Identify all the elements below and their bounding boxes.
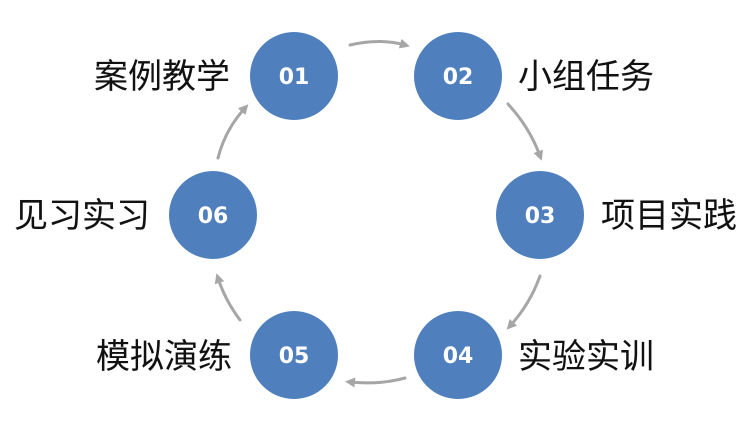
flow-arrows bbox=[214, 38, 544, 388]
step-06-number: 06 bbox=[198, 204, 229, 229]
step-02-number: 02 bbox=[443, 65, 474, 90]
step-04-circle bbox=[414, 311, 502, 399]
step-06-label: 见习实习 bbox=[14, 196, 150, 236]
step-02-circle bbox=[414, 32, 502, 120]
step-03: 03 项目实践 bbox=[496, 171, 737, 259]
step-01-number: 01 bbox=[279, 65, 310, 90]
step-05-label: 模拟演练 bbox=[96, 337, 232, 377]
step-01-label: 案例教学 bbox=[94, 57, 230, 97]
step-05: 05 模拟演练 bbox=[96, 311, 338, 399]
arrow-03-to-04 bbox=[506, 274, 542, 330]
step-06-circle bbox=[169, 171, 257, 259]
step-05-number: 05 bbox=[279, 344, 310, 369]
step-06: 06 见习实习 bbox=[14, 171, 257, 259]
step-04-number: 04 bbox=[443, 344, 474, 369]
step-02-label: 小组任务 bbox=[518, 57, 654, 97]
step-01-circle bbox=[250, 32, 338, 120]
step-03-number: 03 bbox=[525, 204, 556, 229]
step-02: 02 小组任务 bbox=[414, 32, 654, 120]
arrow-01-to-02 bbox=[348, 38, 410, 49]
arrow-05-to-06 bbox=[214, 273, 242, 322]
step-04-label: 实验实训 bbox=[518, 337, 654, 377]
arrow-04-to-05 bbox=[345, 376, 407, 388]
step-03-label: 项目实践 bbox=[601, 196, 737, 236]
step-05-circle bbox=[250, 311, 338, 399]
arrow-06-to-01 bbox=[216, 104, 249, 160]
arrow-02-to-03 bbox=[506, 102, 544, 161]
step-01: 01 案例教学 bbox=[94, 32, 338, 120]
step-03-circle bbox=[496, 171, 584, 259]
step-04: 04 实验实训 bbox=[414, 311, 654, 399]
